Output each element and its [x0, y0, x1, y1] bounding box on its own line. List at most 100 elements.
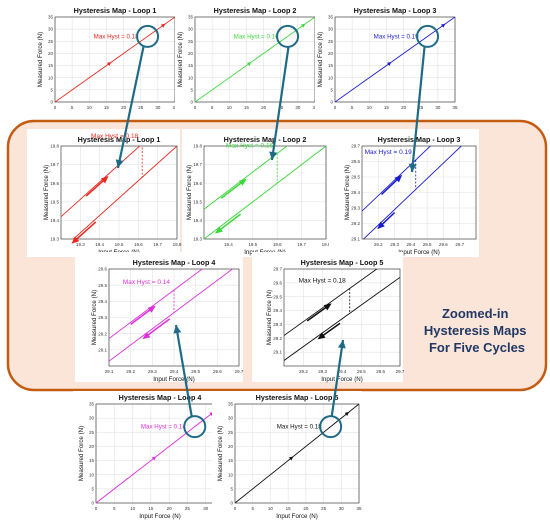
- x-tick-label: 20: [303, 506, 309, 511]
- x-tick-label: 15: [244, 105, 250, 110]
- x-tick-label: 19.6: [273, 242, 282, 247]
- x-tick-label: 5: [351, 105, 354, 110]
- y-tick-label: 29.1: [351, 237, 360, 242]
- x-axis-label: Input Force (N): [139, 513, 181, 520]
- chart-background: [73, 391, 227, 522]
- connector-loop-1-head: [115, 159, 124, 168]
- y-tick-label: 30: [188, 27, 194, 32]
- max-hyst-label: Max Hyst = 0.18: [299, 277, 347, 284]
- y-tick-label: 10: [89, 472, 95, 477]
- direction-arrow-2: [300, 23, 306, 28]
- x-tick-label: 30: [339, 506, 345, 511]
- y-tick-label: 20: [48, 51, 54, 56]
- loading-arrow-head: [394, 174, 403, 183]
- x-axis-label: Input Force (N): [276, 513, 318, 520]
- y-tick-label: 29.1: [98, 347, 107, 352]
- y-tick-label: 29.1: [273, 350, 282, 355]
- y-tick-label: 29.2: [98, 331, 107, 336]
- plot-frame: [60, 145, 178, 240]
- y-tick-label: 10: [328, 75, 334, 80]
- y-tick-label: 19.4: [193, 218, 202, 223]
- plot-area: [195, 17, 315, 102]
- y-tick-label: 30: [89, 416, 95, 421]
- x-tick-label: 29.3: [318, 369, 327, 374]
- y-tick-label: 15: [89, 458, 95, 463]
- x-tick-label: 19.5: [248, 242, 257, 247]
- x-tick-label: 35: [356, 506, 362, 511]
- y-tick-label: 19.7: [193, 162, 202, 167]
- y-tick-label: 29.4: [98, 299, 107, 304]
- y-axis-label: Measured Force (N): [43, 165, 50, 220]
- y-tick-label: 19.8: [50, 144, 59, 149]
- series-line-2: [284, 276, 400, 361]
- plot-area: [109, 269, 234, 362]
- y-tick-label: 5: [230, 486, 233, 491]
- chart-background: [175, 4, 325, 116]
- x-axis-label: Input Force (N): [398, 249, 440, 256]
- plot-area: [284, 269, 400, 361]
- x-tick-label: 29.4: [338, 369, 347, 374]
- x-tick-label: 15: [286, 506, 292, 511]
- x-tick-label: 35: [452, 105, 458, 110]
- series-line-1: [362, 146, 432, 212]
- x-tick-label: 29.5: [423, 242, 432, 247]
- y-tick-label: 15: [328, 63, 334, 68]
- y-tick-label: 25: [188, 39, 194, 44]
- x-tick-label: 29.2: [374, 242, 383, 247]
- x-tick-label: 0: [194, 105, 197, 110]
- x-tick-label: 29.2: [299, 369, 308, 374]
- x-tick-label: 25: [185, 506, 191, 511]
- loading-arrow-head: [323, 303, 332, 311]
- chart-background: [182, 129, 329, 257]
- y-tick-label: 0: [230, 501, 233, 506]
- x-tick-label: 29.4: [406, 242, 415, 247]
- y-tick-label: 5: [91, 486, 94, 491]
- x-tick-label: 30: [295, 105, 301, 110]
- y-axis-label: Measured Force (N): [317, 32, 324, 87]
- chart-title: Hysteresis Map - Loop 3: [378, 135, 461, 144]
- unloading-arrow-head: [377, 221, 385, 230]
- y-tick-label: 20: [328, 51, 334, 56]
- connector-loop-3-line: [410, 46, 426, 173]
- y-tick-label: 0: [330, 100, 333, 105]
- connector-loop-2-line: [270, 46, 290, 161]
- chart-background: [212, 391, 362, 522]
- y-tick-label: 29.4: [273, 308, 282, 313]
- direction-arrow-2: [440, 23, 446, 28]
- x-tick-label: 19.3: [76, 242, 85, 247]
- y-tick-label: 29.7: [273, 267, 282, 272]
- direction-arrow-1: [151, 456, 157, 461]
- chart-title: Hysteresis Map - Loop 2: [224, 135, 307, 144]
- max-hyst-label: Max Hyst = 0.14: [141, 424, 186, 431]
- unloading-arrow-head: [215, 226, 223, 234]
- direction-arrow-2: [160, 23, 166, 28]
- y-tick-label: 19.5: [50, 199, 59, 204]
- y-tick-label: 19.3: [193, 237, 202, 242]
- chart-title: Hysteresis Map - Loop 4: [119, 393, 202, 402]
- loading-arrow-head: [238, 178, 247, 186]
- y-tick-label: 29.2: [273, 336, 282, 341]
- loading-arrow-head: [147, 305, 156, 313]
- max-hyst-label: Max Hyst = 0.19: [365, 149, 413, 156]
- y-tick-label: 0: [190, 100, 193, 105]
- max-hyst-label: Max Hyst = 0.19: [374, 33, 419, 40]
- connectors-layer: [115, 46, 426, 417]
- zoom-caption-line-1: Zoomed-in: [442, 306, 508, 321]
- y-tick-label: 19.5: [193, 199, 202, 204]
- zoom-caption-line-3: For Five Cycles: [429, 340, 525, 355]
- plot-frame: [283, 268, 401, 367]
- max-hyst-label: Max Hyst = 0.18: [94, 33, 139, 40]
- x-tick-label: 25: [418, 105, 424, 110]
- y-axis-label: Measured Force (N): [186, 165, 193, 220]
- y-tick-label: 30: [48, 27, 54, 32]
- y-tick-label: 19.7: [50, 162, 59, 167]
- y-tick-label: 15: [228, 458, 234, 463]
- x-tick-label: 25: [138, 105, 144, 110]
- y-tick-label: 25: [48, 39, 54, 44]
- y-tick-label: 15: [48, 63, 54, 68]
- x-tick-label: 0: [95, 506, 98, 511]
- connector-loop-2-head: [269, 151, 278, 160]
- y-tick-label: 5: [190, 87, 193, 92]
